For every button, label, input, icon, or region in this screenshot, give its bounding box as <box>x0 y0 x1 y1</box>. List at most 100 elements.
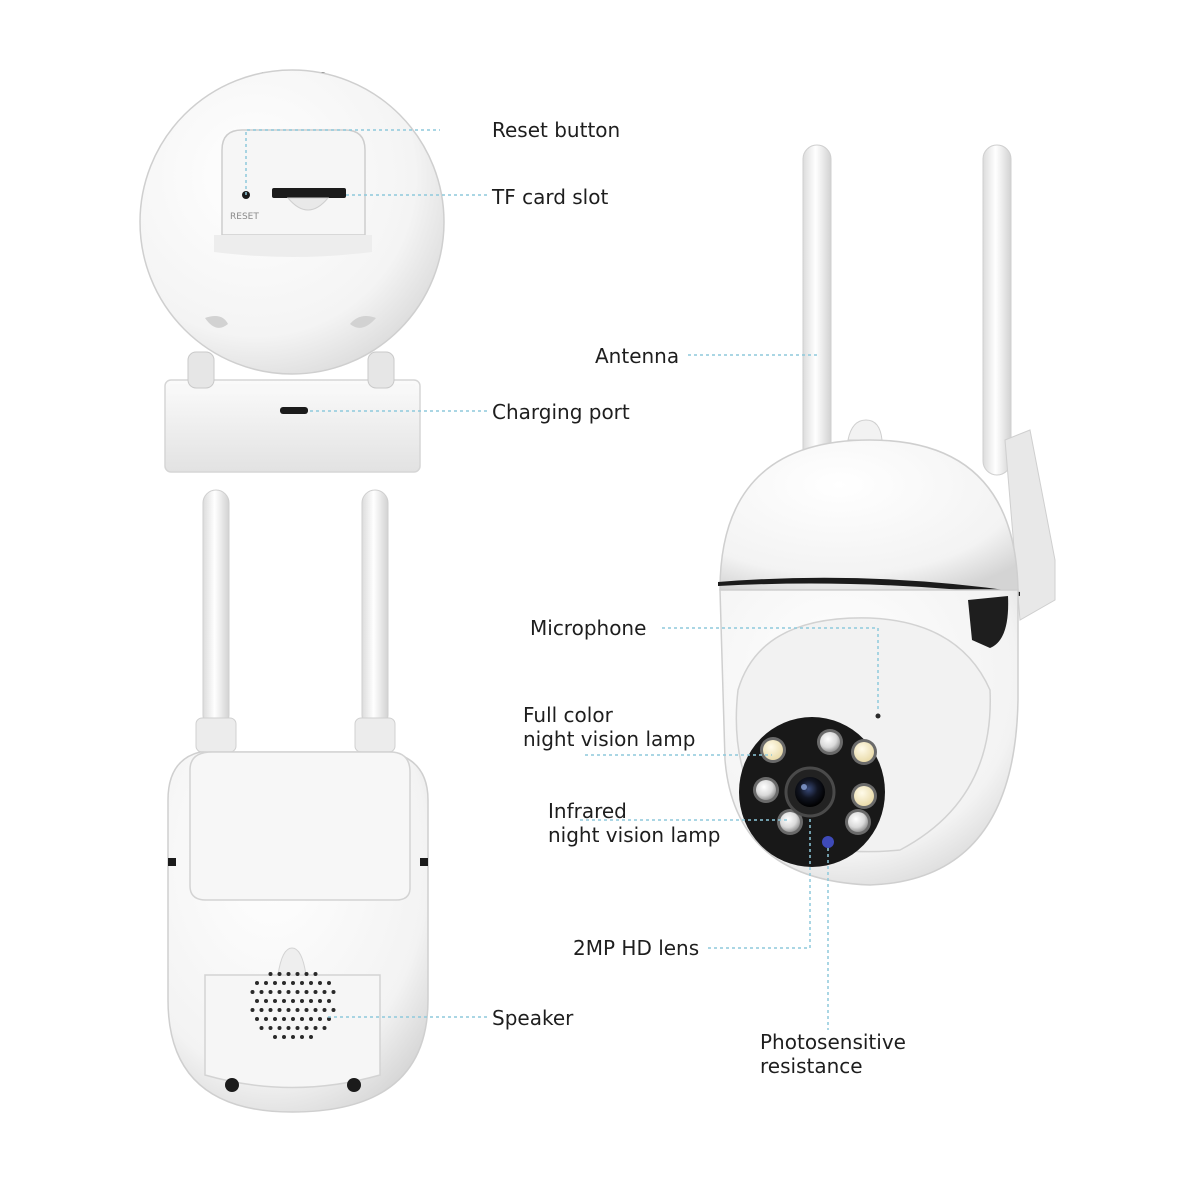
speaker-hole <box>291 999 295 1003</box>
speaker-hole <box>295 972 300 976</box>
leader-reset <box>245 129 440 195</box>
led-ring <box>753 729 877 835</box>
label-photosensitive-line1: Photosensitive <box>760 1030 906 1054</box>
speaker-hole <box>268 990 273 994</box>
full-color-led <box>763 740 783 760</box>
speaker-hole <box>318 981 322 985</box>
speaker-hole <box>268 1026 273 1030</box>
infrared-led <box>756 780 776 800</box>
speaker-hole <box>313 1026 318 1030</box>
speaker-hole <box>304 1008 309 1012</box>
label-microphone: Microphone <box>530 616 647 640</box>
speaker-hole <box>264 981 268 985</box>
speaker-hole <box>268 1008 273 1012</box>
speaker-hole <box>273 1035 277 1039</box>
speaker-hole <box>273 999 277 1003</box>
antenna-front-right <box>982 144 1012 476</box>
speaker-hole <box>273 1017 277 1021</box>
speaker-hole <box>309 1035 313 1039</box>
speaker-hole <box>286 990 291 994</box>
speaker-hole <box>268 972 273 976</box>
speaker-panel <box>204 974 381 1089</box>
infrared-led <box>820 732 840 752</box>
speaker-hole <box>304 990 309 994</box>
speaker-hole <box>277 990 282 994</box>
speaker-hole <box>250 1008 255 1012</box>
speaker-hole <box>291 981 295 985</box>
speaker-hole <box>264 1017 268 1021</box>
speaker-hole <box>273 981 277 985</box>
label-photosensitive: Photosensitive resistance <box>760 1030 906 1078</box>
dome-seam <box>718 577 1020 596</box>
reset-print: RESET <box>230 212 259 222</box>
speaker-hole <box>327 1017 331 1021</box>
leader-lens <box>708 818 811 949</box>
front-dome <box>719 439 1019 591</box>
label-antenna: Antenna <box>595 344 680 368</box>
speaker-hole <box>286 1026 291 1030</box>
label-speaker: Speaker <box>492 1006 574 1030</box>
speaker-hole <box>313 972 318 976</box>
speaker-hole <box>286 972 291 976</box>
speaker-hole <box>304 972 309 976</box>
speaker-hole <box>309 999 313 1003</box>
camera-base <box>164 379 421 473</box>
speaker-hole <box>282 981 286 985</box>
speaker-hole <box>277 1026 282 1030</box>
speaker-hole <box>291 1035 295 1039</box>
speaker-hole <box>277 972 282 976</box>
full-color-led <box>854 742 874 762</box>
speaker-hole <box>286 1008 291 1012</box>
speaker-hole <box>318 999 322 1003</box>
speaker-hole <box>282 1035 286 1039</box>
charging-port <box>280 407 308 414</box>
speaker-hole <box>327 999 331 1003</box>
speaker-hole <box>259 990 264 994</box>
antenna-left <box>202 489 230 729</box>
speaker-hole <box>282 999 286 1003</box>
label-reset-button: Reset button <box>492 118 621 142</box>
antenna-front-left <box>802 144 832 476</box>
speaker-hole <box>291 1017 295 1021</box>
speaker-hole <box>322 990 327 994</box>
leader-microphone <box>662 627 879 712</box>
speaker-hole <box>300 1035 304 1039</box>
speaker-hole <box>295 990 300 994</box>
speaker-hole <box>313 1008 318 1012</box>
speaker-hole <box>277 1008 282 1012</box>
speaker-hole <box>318 1017 322 1021</box>
label-infrared-line2: night vision lamp <box>548 823 721 847</box>
antenna-right <box>361 489 389 729</box>
speaker-hole <box>300 1017 304 1021</box>
label-full-color-line1: Full color <box>523 703 613 727</box>
speaker-hole <box>295 1008 300 1012</box>
speaker-hole <box>282 1017 286 1021</box>
camera-back-view: RESET <box>139 69 445 473</box>
speaker-hole <box>250 990 255 994</box>
camera-rear-view <box>167 489 429 1113</box>
label-full-color-line2: night vision lamp <box>523 727 696 751</box>
microphone <box>875 713 881 719</box>
speaker-hole <box>300 999 304 1003</box>
speaker-hole <box>259 1008 264 1012</box>
speaker-hole <box>331 990 336 994</box>
speaker-hole <box>309 981 313 985</box>
speaker-hole <box>255 1017 259 1021</box>
speaker-hole <box>327 981 331 985</box>
tf-card-slot <box>272 188 346 198</box>
label-full-color: Full color night vision lamp <box>523 703 695 751</box>
label-hd-lens: 2MP HD lens <box>573 936 700 960</box>
speaker-hole <box>322 1008 327 1012</box>
label-charging-port: Charging port <box>492 400 630 424</box>
label-infrared-line1: Infrared <box>548 799 627 823</box>
speaker-hole <box>255 981 259 985</box>
photosensitive-sensor <box>822 836 834 848</box>
label-tf-card-slot: TF card slot <box>492 185 609 209</box>
label-photosensitive-line2: resistance <box>760 1054 863 1078</box>
full-color-led <box>854 786 874 806</box>
speaker-hole <box>304 1026 309 1030</box>
speaker-hole <box>300 981 304 985</box>
camera-front-view <box>718 144 1056 886</box>
speaker-hole <box>255 999 259 1003</box>
